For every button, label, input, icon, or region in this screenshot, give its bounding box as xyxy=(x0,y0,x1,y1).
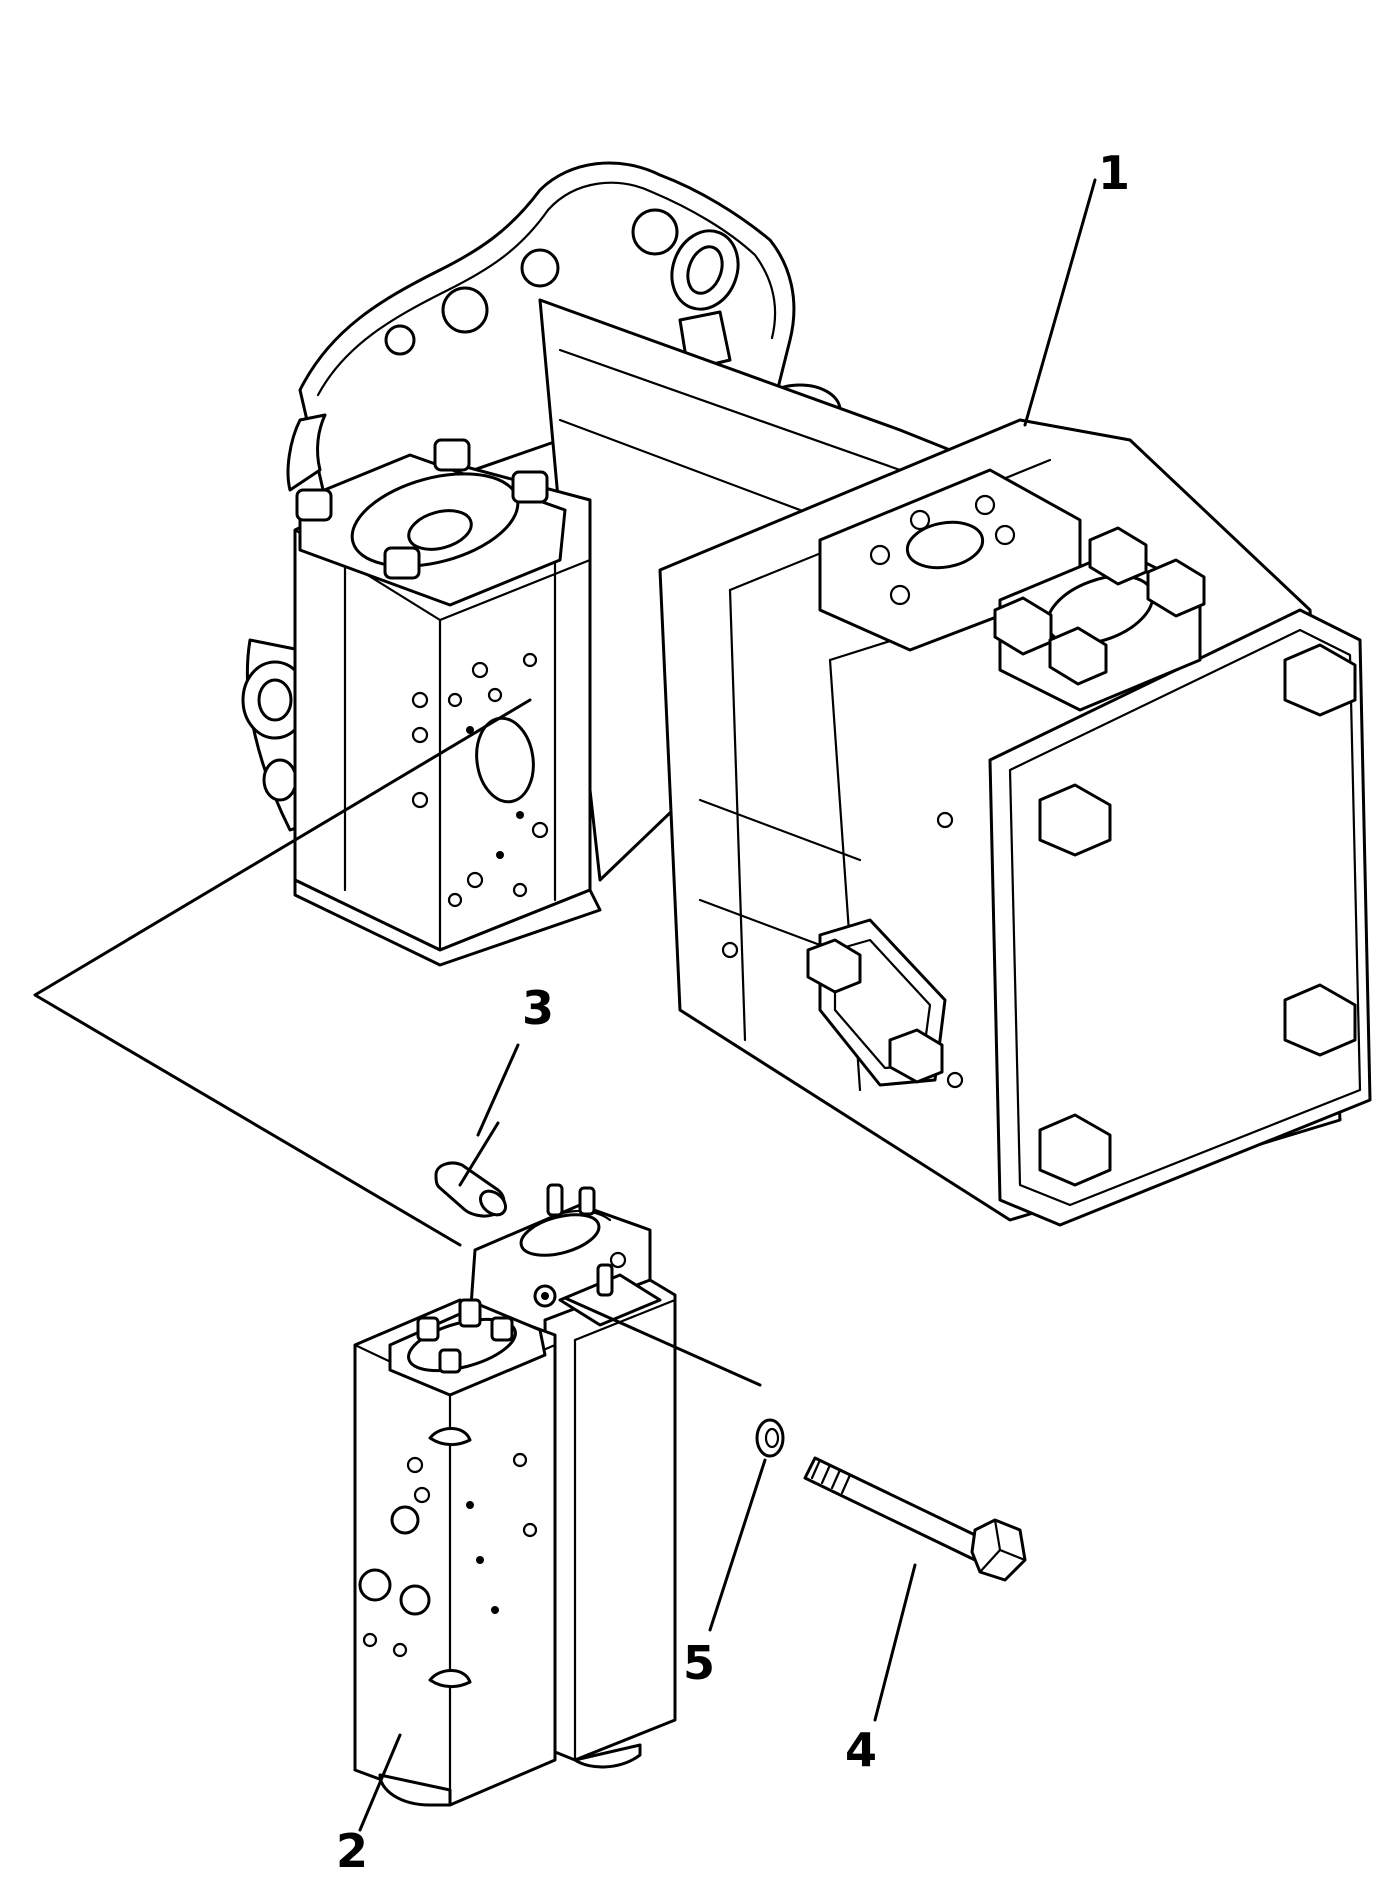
washer-part xyxy=(755,1418,785,1458)
callout-4: 4 xyxy=(845,1723,878,1777)
leader-3-pin xyxy=(458,1121,500,1187)
leader-2 xyxy=(358,1733,402,1832)
leader-5-washer-axis xyxy=(563,1296,762,1387)
pin-part xyxy=(434,1161,508,1218)
callout-5: 5 xyxy=(683,1636,716,1690)
leader-1 xyxy=(1023,178,1097,427)
callout-1: 1 xyxy=(1098,146,1131,200)
leader-3 xyxy=(476,1043,520,1137)
leader-4 xyxy=(873,1563,917,1722)
callout-3: 3 xyxy=(522,981,555,1035)
assembly-leader-line xyxy=(33,698,532,1247)
callout-2: 2 xyxy=(336,1824,369,1878)
hydraulic-pump-assembly xyxy=(241,161,1372,1227)
bolt-part xyxy=(803,1456,1027,1582)
leader-5 xyxy=(708,1458,767,1632)
valve-assembly xyxy=(353,1183,677,1807)
